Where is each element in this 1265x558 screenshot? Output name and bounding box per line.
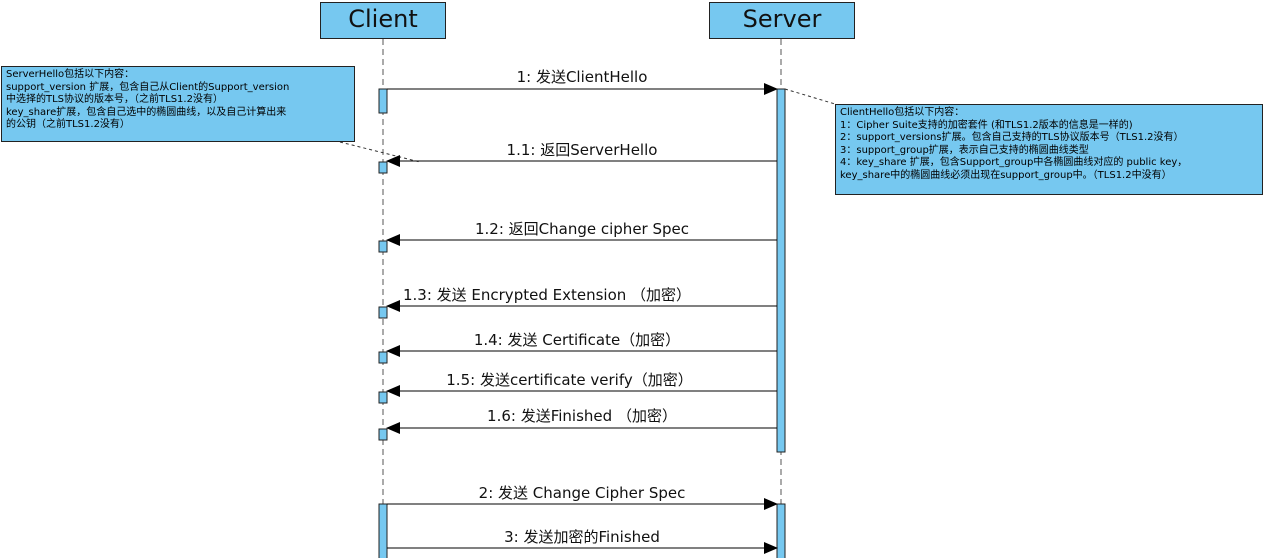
note-connector: [784, 88, 836, 105]
message-label: 1.3: 发送 Encrypted Extension （加密）: [402, 286, 692, 304]
note-line: 中选择的TLS协议的版本号，（之前TLS1.2没有）: [6, 94, 223, 105]
client-activation: [378, 351, 388, 364]
message-label: 3: 发送加密的Finished: [504, 528, 660, 546]
client-activation: [378, 88, 388, 114]
client-activation: [378, 391, 388, 404]
note-line: 1：Cipher Suite支持的加密套件 (和TLS1.2版本的信息是一样的): [840, 119, 1133, 131]
message-label: 1.4: 发送 Certificate（加密）: [473, 331, 681, 349]
client-activation: [378, 428, 388, 441]
note-line: support_version 扩展，包含自己从Client的Support_v…: [6, 81, 290, 93]
server-activation: [776, 503, 786, 558]
note-line: ClientHello包括以下内容：: [840, 107, 965, 118]
message-label: 1.2: 返回Change cipher Spec: [475, 220, 689, 238]
note-line: 4：key_share 扩展，包含Support_group中各椭圆曲线对应的 …: [840, 157, 1188, 168]
note-line: key_share扩展，包含自己选中的椭圆曲线，以及自己计算出来: [6, 106, 287, 118]
note-line: 的公钥（之前TLS1.2没有）: [6, 119, 130, 130]
message-label: 1: 发送ClientHello: [516, 68, 648, 86]
message-label: 1.1: 返回ServerHello: [506, 141, 658, 159]
note-server-hello: ServerHello包括以下内容： support_version 扩展，包含…: [1, 66, 355, 142]
note-line: ServerHello包括以下内容：: [6, 69, 135, 80]
client-activation: [378, 503, 388, 558]
note-line: 2：support_versions扩展。包含自己支持的TLS协议版本号（TLS…: [840, 132, 1184, 143]
message-label: 2: 发送 Change Cipher Spec: [478, 484, 686, 502]
client-activation: [378, 161, 388, 174]
server-activation: [776, 88, 786, 453]
message-label: 1.5: 发送certificate verify（加密）: [446, 371, 693, 389]
note-line: key_share中的椭圆曲线必须出现在support_group中。（TLS1…: [840, 169, 1172, 181]
note-connector: [339, 141, 421, 163]
note-line: 3：support_group扩展，表示自己支持的椭圆曲线类型: [840, 144, 1089, 156]
participant-server: Server: [709, 2, 855, 39]
message-label: 1.6: 发送Finished （加密）: [487, 407, 677, 425]
participant-client: Client: [320, 2, 446, 39]
note-client-hello: ClientHello包括以下内容： 1：Cipher Suite支持的加密套件…: [835, 104, 1263, 195]
client-activation: [378, 240, 388, 253]
client-activation: [378, 306, 388, 319]
